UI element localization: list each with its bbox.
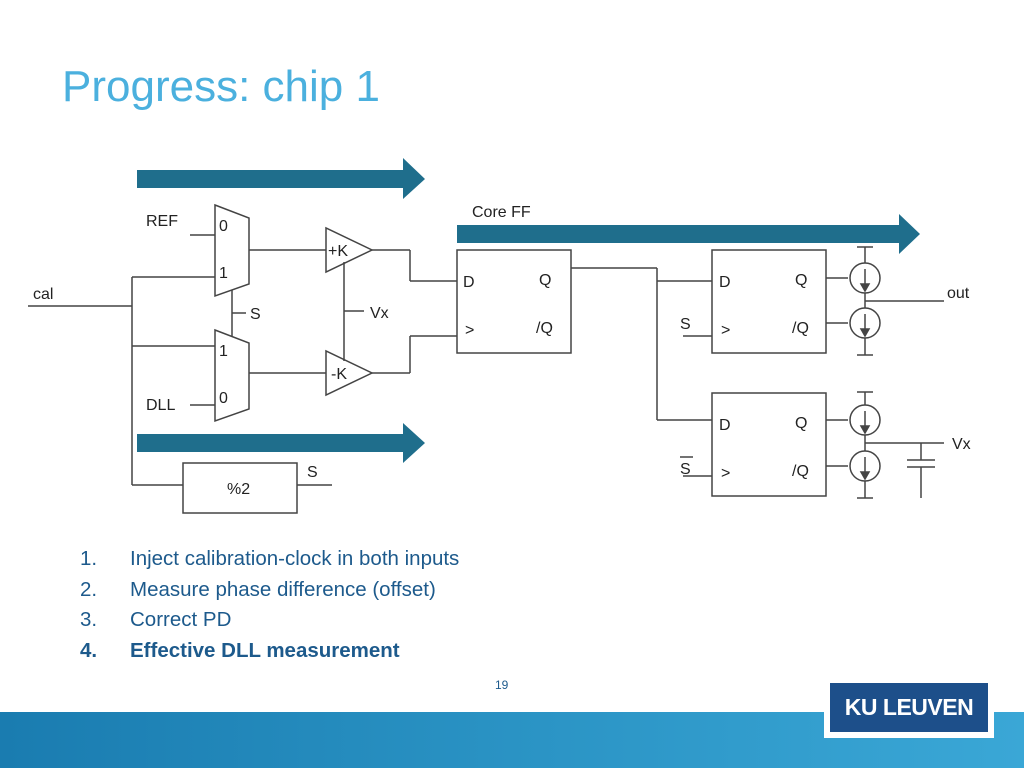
label-upper-ff-s: S: [680, 316, 691, 333]
list-item: 1. Inject calibration-clock in both input…: [80, 544, 540, 575]
amp-pos-label: +K: [328, 243, 348, 260]
ku-leuven-logo: KU LEUVEN: [830, 683, 988, 732]
core-ff-q: Q: [539, 272, 551, 289]
upper-ff-clk: >: [721, 322, 730, 339]
upper-ff-q: Q: [795, 272, 807, 289]
step-text: Effective DLL measurement: [130, 638, 400, 662]
mux-bottom-in1: 1: [219, 343, 228, 360]
slide-title: Progress: chip 1: [62, 62, 380, 111]
lower-ff-d: D: [719, 417, 731, 434]
label-out: out: [947, 285, 970, 302]
page-number: 19: [495, 678, 509, 692]
label-vx-output: Vx: [952, 436, 971, 453]
steps-list: 1. Inject calibration-clock in both input…: [80, 544, 540, 666]
label-mux-select: S: [250, 306, 261, 323]
upper-ff-qbar: /Q: [792, 320, 809, 337]
label-ref: REF: [146, 213, 178, 230]
core-ff-qbar: /Q: [536, 320, 553, 337]
core-ff-d: D: [463, 274, 475, 291]
label-lower-ff-sbar: S: [680, 461, 691, 478]
list-item: 4. Effective DLL measurement: [80, 636, 540, 667]
signal-path-arrows: [137, 158, 920, 463]
mux-top-in1: 1: [219, 265, 228, 282]
step-text: Inject calibration-clock in both inputs: [130, 547, 460, 570]
lower-ff-q: Q: [795, 415, 807, 432]
list-item: 2. Measure phase difference (offset): [80, 575, 540, 606]
label-dll: DLL: [146, 397, 175, 414]
mux-top-in0: 0: [219, 218, 228, 235]
list-item: 3. Correct PD: [80, 605, 540, 636]
step-text: Correct PD: [130, 608, 232, 631]
step-number: 2.: [80, 577, 98, 601]
step-number: 3.: [80, 608, 98, 631]
upper-ff-d: D: [719, 274, 731, 291]
label-cal: cal: [33, 286, 53, 303]
label-core-ff: Core FF: [472, 204, 531, 221]
label-vx-control: Vx: [370, 305, 389, 322]
label-divider-s: S: [307, 464, 318, 481]
lower-ff-clk: >: [721, 465, 730, 482]
divider-label: %2: [227, 481, 250, 498]
step-number: 4.: [80, 638, 98, 662]
lower-ff-qbar: /Q: [792, 463, 809, 480]
amp-neg-label: -K: [331, 366, 347, 383]
arrow-ref-path: [137, 158, 425, 199]
arrow-dll-path: [137, 423, 425, 463]
core-ff-clk: >: [465, 322, 474, 339]
step-number: 1.: [80, 547, 98, 570]
mux-bottom-in0: 0: [219, 390, 228, 407]
arrow-core-ff-path: [457, 214, 920, 254]
step-text: Measure phase difference (offset): [130, 577, 436, 601]
